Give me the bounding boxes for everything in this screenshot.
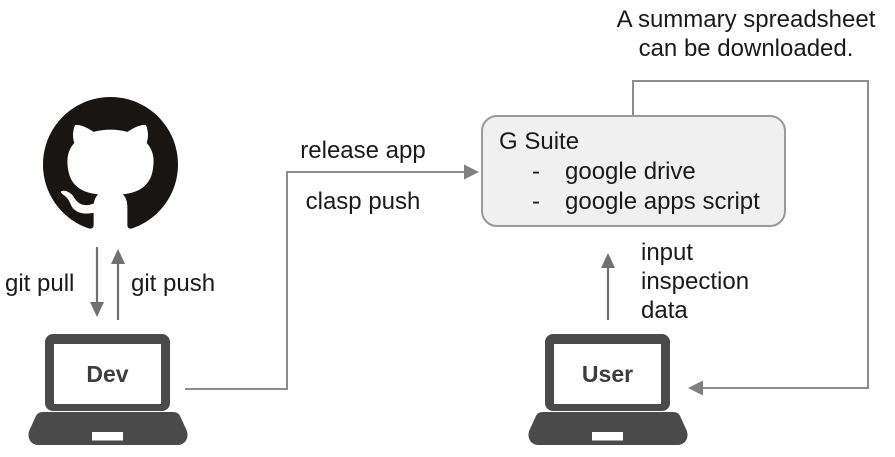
user-node-label: User	[581, 361, 634, 387]
dev-node-label: Dev	[86, 361, 129, 387]
github-octocat-icon	[43, 97, 178, 229]
laptop-icon	[528, 334, 688, 445]
input-inspection-data-line: input	[641, 239, 694, 266]
release-app-label: release app	[300, 137, 426, 164]
edge-git-push	[111, 249, 125, 320]
gsuite-box: G Suite - google drive - google apps scr…	[481, 115, 786, 227]
input-inspection-data-line: inspection	[641, 268, 750, 295]
laptop-icon	[28, 334, 188, 445]
arrow-up-icon	[111, 249, 125, 264]
gsuite-item: - google apps script	[483, 187, 784, 217]
arrow-down-icon	[90, 302, 104, 317]
clasp-push-label: clasp push	[305, 188, 421, 215]
gsuite-title: G Suite	[499, 128, 580, 155]
edge-git-pull	[90, 247, 104, 317]
edge-gsuite-to-user	[632, 80, 869, 396]
download-note: A summary spreadsheet can be downloaded.	[598, 5, 894, 63]
arrow-up-icon	[601, 253, 615, 268]
git-push-label: git push	[131, 270, 216, 297]
gsuite-item: - google drive	[483, 157, 784, 187]
bullet-dash: -	[532, 188, 540, 215]
gsuite-item-label: google apps script	[565, 188, 760, 215]
edge-dev-to-gsuite	[185, 164, 479, 390]
edge-user-to-gsuite	[601, 253, 615, 320]
bullet-dash: -	[532, 158, 540, 185]
gsuite-item-label: google drive	[565, 158, 696, 185]
input-inspection-data-label: input inspection data	[641, 238, 749, 325]
arrow-right-icon	[464, 164, 479, 180]
input-inspection-data-line: data	[641, 297, 688, 324]
download-note-line: can be downloaded.	[638, 35, 854, 62]
download-note-line: A summary spreadsheet	[616, 6, 876, 33]
git-pull-label: git pull	[5, 270, 75, 297]
arrow-left-icon	[688, 380, 703, 396]
